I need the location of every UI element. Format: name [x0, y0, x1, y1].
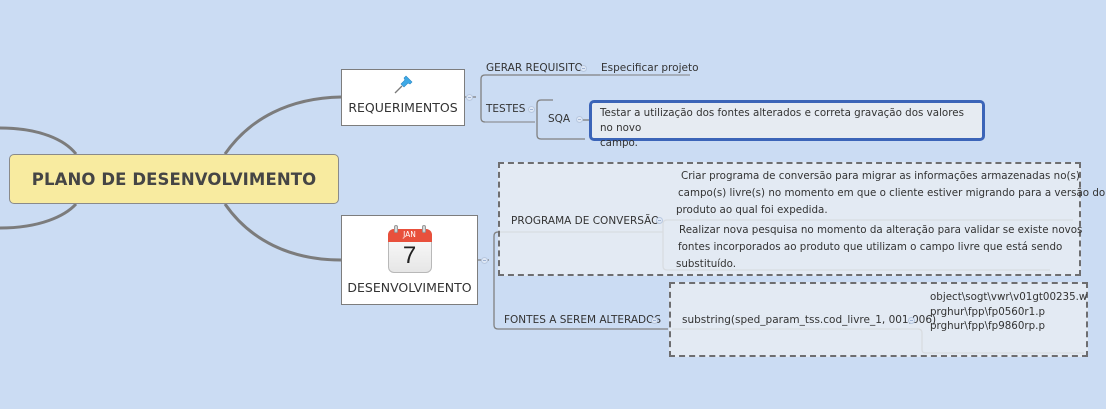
collapse-toggle-substring[interactable] [908, 317, 915, 324]
collapse-toggle-gerar-requisito[interactable] [580, 65, 587, 72]
collapse-toggle-testes[interactable] [528, 106, 535, 113]
boundary-fontes-alterados [669, 282, 1088, 357]
collapse-toggle-requerimentos[interactable] [466, 94, 473, 101]
topic-file-list[interactable]: object\sogt\vwr\v01gt00235.w prghur\fpp\… [930, 290, 1087, 334]
calendar-icon: JAN 7 [386, 225, 434, 273]
subtopic-testes[interactable]: TESTES [486, 103, 526, 115]
collapse-toggle-fontes-alterados[interactable] [651, 317, 658, 324]
topic-criar-programa[interactable]: Criar programa de conversão para migrar … [676, 168, 1105, 219]
topic-label: REQUERIMENTOS [348, 100, 458, 115]
collapse-toggle-sqa[interactable] [576, 116, 583, 123]
branch-curve-left-bottom [0, 202, 78, 230]
note-line: campo. [600, 137, 638, 149]
calendar-day: 7 [402, 242, 417, 269]
topic-requerimentos[interactable]: REQUERIMENTOS [341, 69, 465, 126]
branch-curve-left-top [0, 126, 78, 155]
collapse-toggle-programa-conversao[interactable] [656, 217, 663, 224]
note-line: Testar a utilização dos fontes alterados… [600, 107, 964, 134]
text-line: campo(s) livre(s) no momento em que o cl… [678, 187, 1106, 199]
branch-curve-desenvolvimento [223, 203, 342, 262]
boundary-programa-conversao [498, 162, 1081, 276]
topic-realizar-pesquisa[interactable]: Realizar nova pesquisa no momento da alt… [676, 222, 1082, 273]
subtopic-programa-conversao[interactable]: PROGRAMA DE CONVERSÃO [511, 215, 660, 227]
topic-desenvolvimento[interactable]: JAN 7 DESENVOLVIMENTO [341, 215, 478, 305]
text-line: Criar programa de conversão para migrar … [681, 170, 1080, 182]
subtopic-substring[interactable]: substring(sped_param_tss.cod_livre_1, 00… [682, 314, 937, 326]
subtopic-sqa[interactable]: SQA [548, 113, 571, 125]
file-path: prghur\fpp\fp9860rp.p [930, 320, 1045, 332]
central-topic-label: PLANO DE DESENVOLVIMENTO [31, 169, 317, 189]
topic-label: DESENVOLVIMENTO [347, 280, 472, 295]
collapse-toggle-desenvolvimento[interactable] [481, 257, 488, 264]
subtopic-gerar-requisito[interactable]: GERAR REQUISITO [486, 62, 583, 74]
file-path: prghur\fpp\fp0560r1.p [930, 305, 1046, 318]
subtopic-especificar-projeto[interactable]: Especificar projeto [601, 62, 699, 74]
subtopic-fontes-alterados[interactable]: FONTES A SEREM ALTERADOS [504, 314, 662, 326]
central-topic[interactable]: PLANO DE DESENVOLVIMENTO [9, 154, 339, 204]
calendar-month: JAN [403, 230, 416, 239]
pushpin-icon [394, 75, 413, 94]
text-line: fontes incorporados ao produto que utili… [678, 241, 1063, 253]
topic-sqa-note[interactable]: Testar a utilização dos fontes alterados… [589, 100, 985, 149]
text-line: substituído. [676, 258, 737, 270]
file-path: object\sogt\vwr\v01gt00235.w [930, 291, 1088, 303]
text-line: produto ao qual foi expedida. [676, 204, 828, 216]
branch-curve-requerimentos [223, 95, 342, 155]
text-line: Realizar nova pesquisa no momento da alt… [679, 224, 1083, 236]
